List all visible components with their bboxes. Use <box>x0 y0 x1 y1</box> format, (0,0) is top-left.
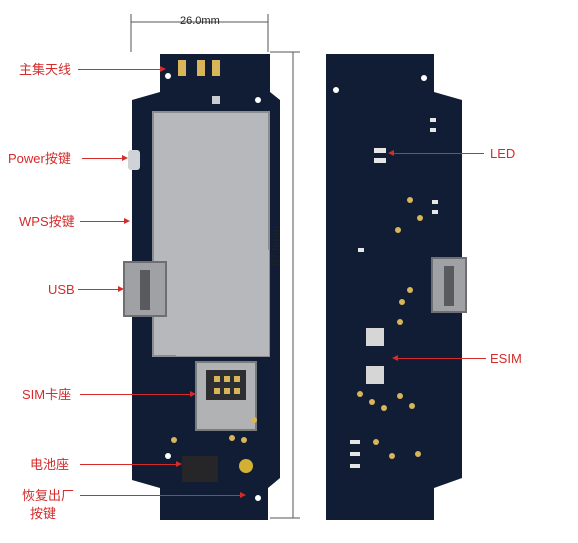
height-dimension <box>270 51 300 519</box>
label-reset-line2: 按键 <box>30 506 57 521</box>
label-sim-slot: SIM卡座 <box>22 387 72 402</box>
front-board <box>123 54 280 520</box>
width-dimension <box>130 14 269 52</box>
label-usb: USB <box>48 282 75 297</box>
height-label: 87.0mm <box>270 226 282 266</box>
label-led: LED <box>490 146 516 161</box>
back-board <box>326 54 467 520</box>
label-esim: ESIM <box>490 351 522 366</box>
label-battery: 电池座 <box>30 457 70 472</box>
label-reset-line1: 恢复出厂 <box>22 488 75 503</box>
width-label: 26.0mm <box>180 15 220 27</box>
label-wps-button: WPS按键 <box>19 214 75 229</box>
label-antenna: 主集天线 <box>19 62 72 77</box>
label-power-button: Power按键 <box>8 151 71 166</box>
